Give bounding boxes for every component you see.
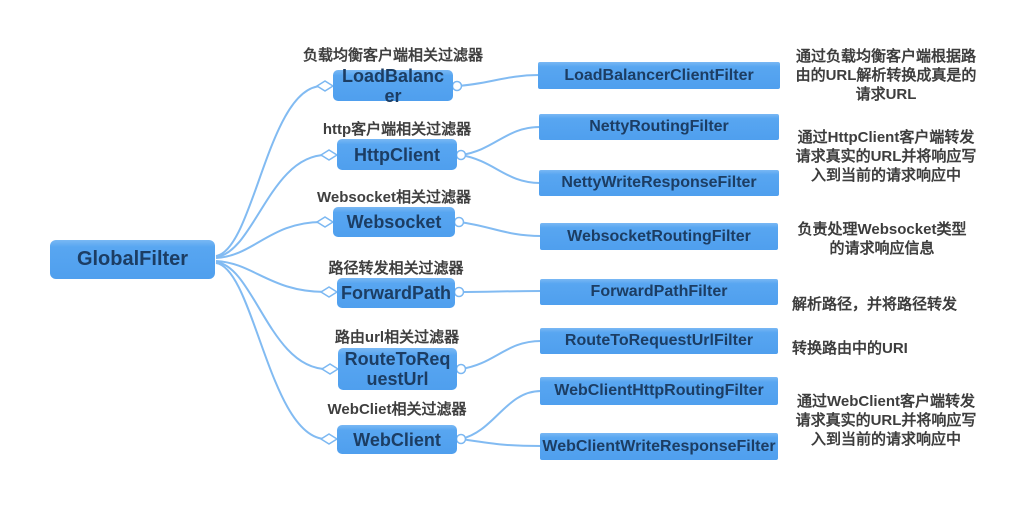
connector-forwardpath-child xyxy=(458,290,542,293)
node-loadbalancerclientfilter[interactable]: LoadBalancerClientFilter xyxy=(538,62,780,89)
circle-handle-httpclient[interactable] xyxy=(455,149,467,161)
diamond-handle-httpclient[interactable] xyxy=(319,149,339,161)
diamond-handle-websocket[interactable] xyxy=(315,216,335,228)
category-label-httpclient: http客户端相关过滤器 xyxy=(322,121,472,138)
connector-websocket-child xyxy=(458,221,542,237)
connector-httpclient-child2 xyxy=(460,154,541,184)
node-websocketroutingfilter[interactable]: WebsocketRoutingFilter xyxy=(540,223,778,250)
node-globalfilter[interactable]: GlobalFilter xyxy=(50,240,215,279)
connector-root-httpclient xyxy=(215,154,327,258)
connector-loadbalancer-child xyxy=(456,74,540,87)
connector-webclient-child2 xyxy=(460,438,542,447)
node-routetorequesturl[interactable]: RouteToRequestUrl xyxy=(338,348,457,390)
node-webclientwriteresponsefilter[interactable]: WebClientWriteResponseFilter xyxy=(540,433,778,460)
description-routetorequesturl: 转换路由中的URI xyxy=(792,340,908,357)
category-label-loadbalancer: 负载均衡客户端相关过滤器 xyxy=(302,47,483,64)
connector-root-forwardpath xyxy=(215,260,327,293)
description-httpclient: 通过HttpClient客户端转发 请求真实的URL并将响应写 入到当前的请求响… xyxy=(795,129,977,184)
node-webclient[interactable]: WebClient xyxy=(337,425,457,454)
description-websocket: 负责处理Websocket类型 的请求响应信息 xyxy=(797,221,967,257)
circle-handle-loadbalancer[interactable] xyxy=(451,80,463,92)
connector-root-loadbalancer xyxy=(215,85,323,257)
category-label-websocket: Websocket相关过滤器 xyxy=(317,189,471,206)
circle-handle-routetorequesturl[interactable] xyxy=(455,363,467,375)
node-forwardpathfilter[interactable]: ForwardPathFilter xyxy=(540,279,778,305)
diamond-handle-loadbalancer[interactable] xyxy=(315,80,335,92)
connector-routetorequesturl-child xyxy=(460,340,542,370)
node-nettyroutingfilter[interactable]: NettyRoutingFilter xyxy=(539,114,779,140)
circle-handle-websocket[interactable] xyxy=(453,216,465,228)
node-webclienthttproutingfilter[interactable]: WebClientHttpRoutingFilter xyxy=(540,377,778,405)
diamond-handle-routetorequesturl[interactable] xyxy=(320,363,340,375)
category-label-webclient: WebCliet相关过滤器 xyxy=(327,401,467,418)
node-httpclient[interactable]: HttpClient xyxy=(337,139,457,170)
diamond-handle-forwardpath[interactable] xyxy=(319,286,339,298)
connector-webclient-child1 xyxy=(460,390,542,440)
connector-root-websocket xyxy=(215,221,323,259)
diamond-handle-webclient[interactable] xyxy=(319,433,339,445)
node-forwardpath[interactable]: ForwardPath xyxy=(337,278,455,308)
node-websocket[interactable]: Websocket xyxy=(333,207,455,237)
connector-httpclient-child1 xyxy=(460,126,541,156)
circle-handle-webclient[interactable] xyxy=(455,433,467,445)
description-loadbalancer: 通过负载均衡客户端根据路 由的URL解析转换成真是的 请求URL xyxy=(795,48,977,103)
description-forwardpath: 解析路径，并将路径转发 xyxy=(792,296,958,313)
category-label-routetorequesturl: 路由url相关过滤器 xyxy=(334,329,460,346)
circle-handle-forwardpath[interactable] xyxy=(453,286,465,298)
description-webclient: 通过WebClient客户端转发 请求真实的URL并将响应写 入到当前的请求响应… xyxy=(795,393,977,448)
node-nettywriteresponsefilter[interactable]: NettyWriteResponseFilter xyxy=(539,170,779,196)
category-label-forwardpath: 路径转发相关过滤器 xyxy=(328,260,464,277)
node-loadbalancer[interactable]: LoadBalancer xyxy=(333,66,453,106)
connector-root-webclient xyxy=(215,262,327,440)
connector-root-routetorequesturl xyxy=(215,261,328,370)
node-routetorequesturlfilter[interactable]: RouteToRequestUrlFilter xyxy=(540,328,778,354)
